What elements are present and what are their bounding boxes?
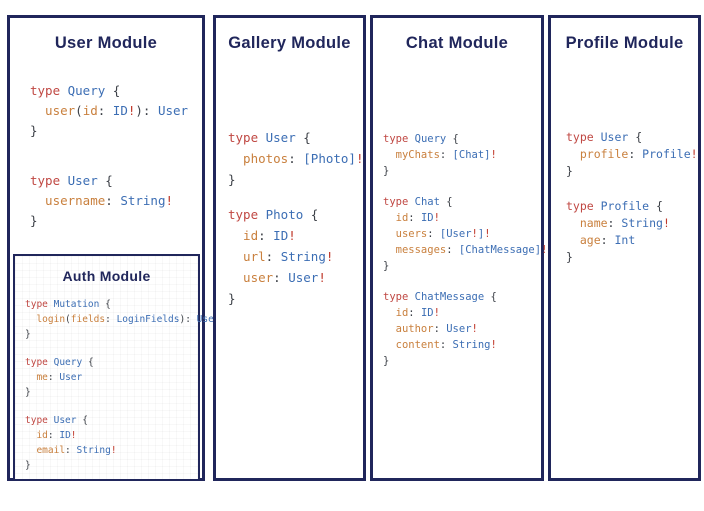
code-line: type Query { <box>25 357 94 368</box>
code-line: photos: [Photo]! <box>228 151 364 166</box>
code-line: type User { <box>566 130 643 144</box>
code-line: } <box>566 250 573 264</box>
code-line: me: User <box>25 372 83 383</box>
code-line: username: String! <box>30 193 174 208</box>
code-line: url: String! <box>228 249 334 264</box>
code-line: messages: [ChatMessage]! <box>383 244 548 256</box>
panel-gallery-module: Gallery Module type User { photos: [Phot… <box>213 15 366 481</box>
panel-profile-module: Profile Module type User { profile: Prof… <box>548 15 701 481</box>
code-block: type Profile { name: String! age: Int} <box>566 198 698 266</box>
code-line: login(fields: LoginFields): User <box>25 314 220 325</box>
code-line: name: String! <box>566 216 670 230</box>
panel-title-auth: Auth Module <box>62 268 151 284</box>
panel-auth-module: Auth Module type Mutation { login(fields… <box>13 254 220 481</box>
code-profile-module: type User { profile: Profile!}type Profi… <box>566 129 698 266</box>
code-block: type User { id: ID! email: String!} <box>25 413 198 473</box>
code-line: email: String! <box>25 445 117 456</box>
code-line: type User { <box>25 415 88 426</box>
panel-title-profile: Profile Module <box>565 34 684 52</box>
code-block: type User { username: String!} <box>30 171 202 231</box>
panel-title-user: User Module <box>54 34 158 52</box>
code-line: } <box>25 387 31 398</box>
code-line: user: User! <box>228 270 326 285</box>
code-block: type User { profile: Profile!} <box>566 129 698 180</box>
code-line: } <box>228 291 236 306</box>
code-block: type Photo { id: ID! url: String! user: … <box>228 204 363 309</box>
code-user-module: type Query { user(id: ID!): User}type Us… <box>30 81 202 231</box>
code-line: id: ID! <box>25 430 77 441</box>
code-line: type User { <box>228 130 311 145</box>
code-line: } <box>25 329 31 340</box>
code-line: type ChatMessage { <box>383 291 497 303</box>
code-line: type Profile { <box>566 199 663 213</box>
code-chat-module: type Query { myChats: [Chat]!}type Chat … <box>383 131 548 369</box>
code-block: type Query { user(id: ID!): User} <box>30 81 202 141</box>
code-line: author: User! <box>383 323 478 335</box>
panel-title-gallery: Gallery Module <box>228 34 351 52</box>
code-block: type ChatMessage { id: ID! author: User!… <box>383 289 541 369</box>
code-block: type User { photos: [Photo]!} <box>228 127 364 190</box>
code-line: type Query { <box>383 133 459 145</box>
code-line: myChats: [Chat]! <box>383 149 497 161</box>
code-block: type Mutation { login(fields: LoginField… <box>25 297 220 342</box>
code-block: type Query { me: User} <box>25 355 198 400</box>
code-line: type User { <box>30 173 113 188</box>
code-line: type Chat { <box>383 196 453 208</box>
code-line: users: [User!]! <box>383 228 491 240</box>
code-line: type Mutation { <box>25 299 111 310</box>
panel-user-module: User Module type Query { user(id: ID!): … <box>7 15 220 481</box>
code-line: } <box>228 172 236 187</box>
panel-title-chat: Chat Module <box>405 34 509 52</box>
panel-chat-module: Chat Module type Query { myChats: [Chat]… <box>370 15 548 481</box>
code-line: } <box>30 213 38 228</box>
code-line: user(id: ID!): User <box>30 103 189 118</box>
code-line: type Query { <box>30 83 121 98</box>
code-line: id: ID! <box>383 307 440 319</box>
code-line: } <box>383 260 390 272</box>
code-line: type Photo { <box>228 207 319 222</box>
code-line: } <box>383 165 390 177</box>
code-line: content: String! <box>383 339 497 351</box>
code-line: profile: Profile! <box>566 147 698 161</box>
code-block: type Chat { id: ID! users: [User!]! mess… <box>383 194 548 274</box>
code-line: id: ID! <box>228 228 296 243</box>
code-line: } <box>383 355 390 367</box>
code-auth-module: type Mutation { login(fields: LoginField… <box>25 297 220 473</box>
code-line: } <box>566 164 573 178</box>
code-line: age: Int <box>566 233 636 247</box>
code-line: id: ID! <box>383 212 440 224</box>
code-line: } <box>30 123 38 138</box>
code-block: type Query { myChats: [Chat]!} <box>383 131 541 179</box>
code-line: } <box>25 460 31 471</box>
code-gallery-module: type User { photos: [Photo]!}type Photo … <box>228 127 364 309</box>
